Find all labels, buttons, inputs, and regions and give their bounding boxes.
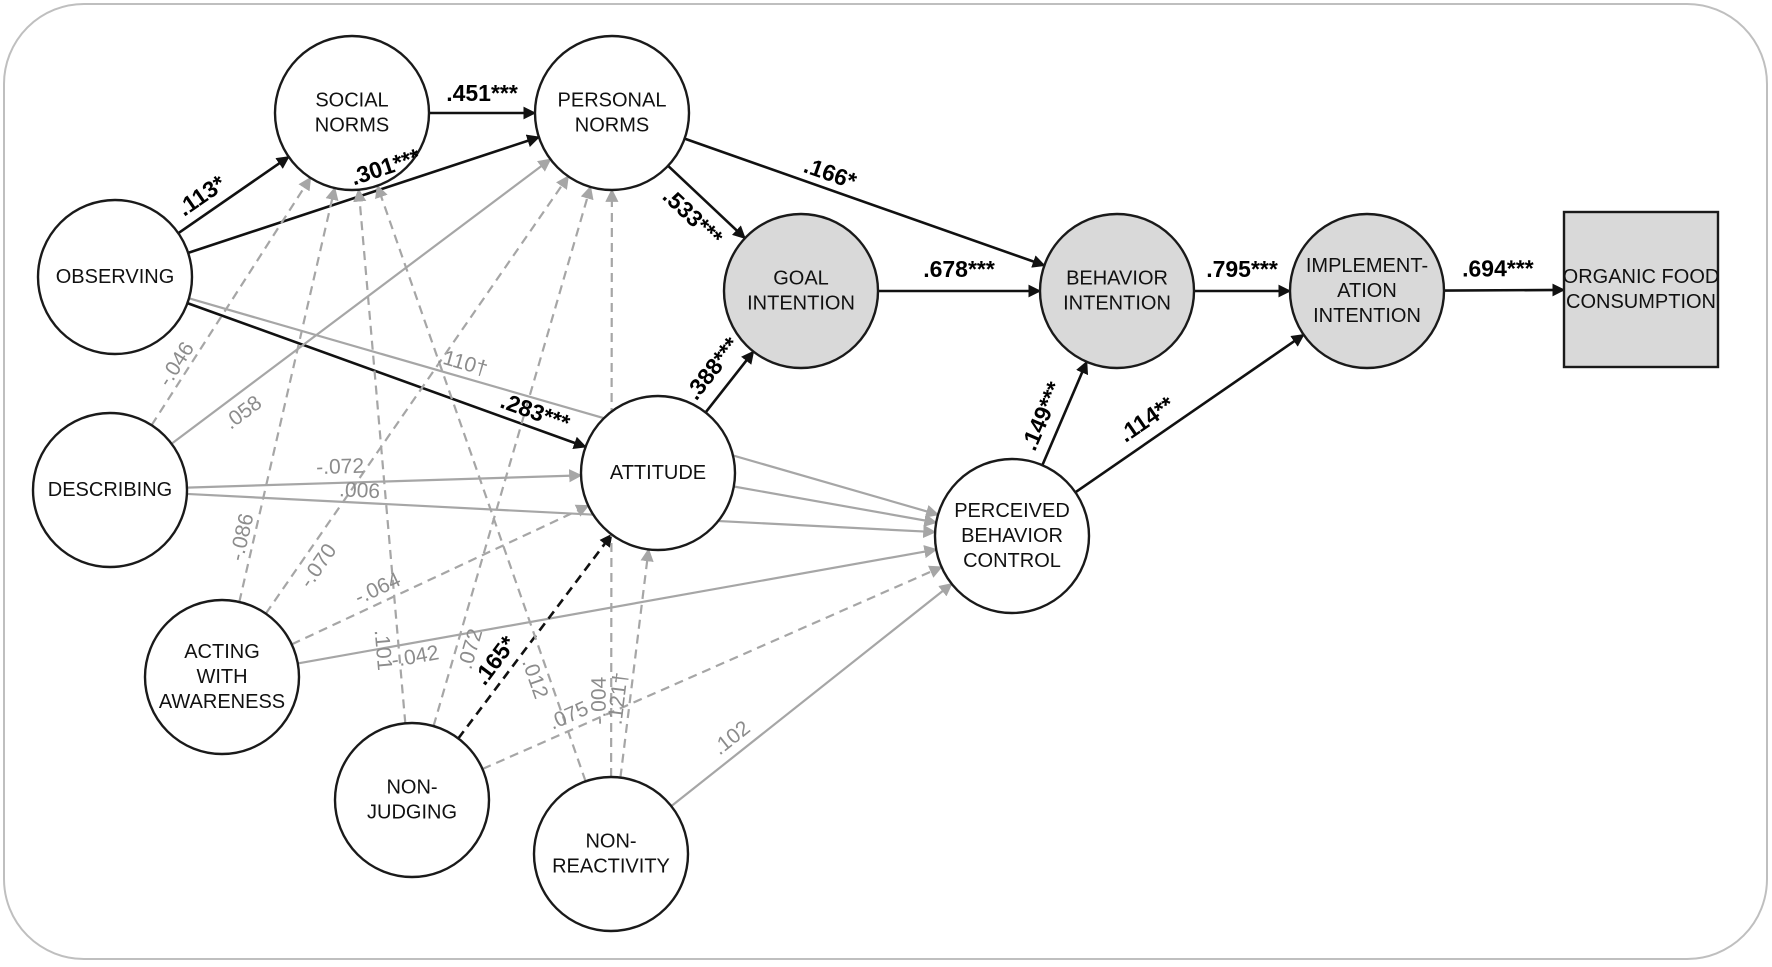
node-describing-shape bbox=[31, 411, 189, 569]
node-pbc-shape bbox=[933, 457, 1091, 615]
edge-personal-goal bbox=[667, 164, 746, 240]
edge-pbc-implementation bbox=[1074, 333, 1305, 494]
node-acting-label: WITH bbox=[196, 666, 247, 688]
edge-acting-personal bbox=[264, 175, 570, 615]
node-organic-shape bbox=[1562, 210, 1720, 369]
node-behavior-label: BEHAVIOR bbox=[1066, 268, 1168, 290]
node-behavior-label: INTENTION bbox=[1063, 293, 1171, 315]
node-social-shape bbox=[273, 34, 431, 192]
node-implementation-label: ATION bbox=[1337, 280, 1397, 302]
edge-label-behavior-implementation: .795*** bbox=[1206, 256, 1278, 282]
edges-layer bbox=[150, 106, 1566, 808]
node-acting-label: ACTING bbox=[184, 641, 260, 663]
edge-label-nonreactivity-personal: -.004 bbox=[588, 676, 611, 724]
edge-label-describing-attitude: -.072 bbox=[316, 455, 365, 479]
edge-nonjudging-personal bbox=[432, 185, 594, 727]
nodes-layer: OBSERVING DESCRIBING ACTING WITH AWARENESS NO… bbox=[31, 34, 1720, 933]
node-nonjudging-shape bbox=[333, 721, 491, 879]
node-personal-shape bbox=[533, 34, 691, 192]
node-observing-label: OBSERVING bbox=[56, 266, 175, 288]
edge-label-describing-pbc: .006 bbox=[339, 478, 381, 503]
node-observing: OBSERVING bbox=[36, 198, 194, 356]
node-nonreactivity: NON- REACTIVITY bbox=[532, 775, 690, 933]
edge-pbc-behavior bbox=[1041, 360, 1089, 466]
edge-label-implementation-organic: .694*** bbox=[1462, 255, 1534, 281]
node-goal-label: GOAL bbox=[773, 268, 829, 290]
node-social: SOCIAL NORMS bbox=[273, 34, 431, 192]
node-behavior: BEHAVIOR INTENTION bbox=[1038, 212, 1196, 370]
edge-label-nonjudging-social: .101 bbox=[370, 629, 396, 672]
edge-acting-social bbox=[238, 186, 339, 603]
node-pbc-label: BEHAVIOR bbox=[961, 525, 1063, 547]
node-nonjudging-label: JUDGING bbox=[367, 802, 457, 824]
edge-describing-personal bbox=[170, 158, 552, 445]
node-behavior-shape bbox=[1038, 212, 1196, 370]
node-observing-shape bbox=[36, 198, 194, 356]
node-attitude-label: ATTITUDE bbox=[610, 462, 706, 484]
node-personal-label: PERSONAL bbox=[558, 90, 667, 112]
node-implementation-label: INTENTION bbox=[1313, 305, 1421, 327]
node-describing-label: DESCRIBING bbox=[48, 479, 172, 501]
node-goal: GOAL INTENTION bbox=[722, 212, 880, 370]
edge-acting-pbc bbox=[297, 545, 938, 665]
node-organic: ORGANIC FOOD CONSUMPTION bbox=[1562, 210, 1720, 369]
edge-nonreactivity-pbc bbox=[670, 582, 953, 808]
edge-observing-pbc bbox=[188, 297, 940, 518]
node-nonreactivity-shape bbox=[532, 775, 690, 933]
node-nonreactivity-label: NON- bbox=[585, 831, 636, 853]
node-organic-label: CONSUMPTION bbox=[1566, 291, 1716, 313]
edge-implementation-organic bbox=[1443, 283, 1566, 297]
edge-attitude-pbc bbox=[733, 485, 938, 527]
node-organic-label: ORGANIC FOOD bbox=[1563, 266, 1720, 288]
node-pbc-label: PERCEIVED bbox=[954, 500, 1070, 522]
node-nonjudging: NON- JUDGING bbox=[333, 721, 491, 879]
edge-describing-pbc bbox=[186, 492, 937, 539]
edge-nonreactivity-social bbox=[375, 184, 587, 782]
node-nonjudging-label: NON- bbox=[386, 777, 437, 799]
edge-personal-behavior bbox=[684, 137, 1046, 268]
edge-attitude-goal bbox=[704, 350, 755, 414]
edge-observing-social bbox=[177, 155, 290, 235]
node-goal-label: INTENTION bbox=[747, 293, 855, 315]
edge-label-goal-behavior: .678*** bbox=[923, 256, 995, 282]
edge-observing-attitude bbox=[186, 301, 587, 449]
edge-acting-attitude bbox=[291, 504, 590, 646]
edge-label-social-personal: .451*** bbox=[446, 80, 518, 106]
node-nonreactivity-label: REACTIVITY bbox=[552, 856, 670, 878]
edge-nonjudging-pbc bbox=[482, 565, 943, 770]
node-social-label: NORMS bbox=[315, 115, 389, 137]
diagram-frame bbox=[3, 3, 1768, 960]
node-pbc-label: CONTROL bbox=[963, 550, 1061, 572]
node-pbc: PERCEIVED BEHAVIOR CONTROL bbox=[933, 457, 1091, 615]
node-personal: PERSONAL NORMS bbox=[533, 34, 691, 192]
node-implementation-label: IMPLEMENT- bbox=[1306, 255, 1428, 277]
node-goal-shape bbox=[722, 212, 880, 370]
node-acting-label: AWARENESS bbox=[159, 691, 285, 713]
node-attitude-shape bbox=[579, 394, 737, 552]
node-implementation-shape bbox=[1288, 212, 1446, 370]
edge-describing-social bbox=[150, 176, 312, 426]
node-implementation: IMPLEMENT- ATION INTENTION bbox=[1288, 212, 1446, 370]
edge-nonreactivity-attitude bbox=[619, 548, 654, 778]
node-acting: ACTING WITH AWARENESS bbox=[143, 598, 301, 756]
node-describing: DESCRIBING bbox=[31, 411, 189, 569]
node-acting-shape bbox=[143, 598, 301, 756]
node-attitude: ATTITUDE bbox=[579, 394, 737, 552]
node-social-label: SOCIAL bbox=[315, 90, 388, 112]
node-personal-label: NORMS bbox=[575, 115, 649, 137]
